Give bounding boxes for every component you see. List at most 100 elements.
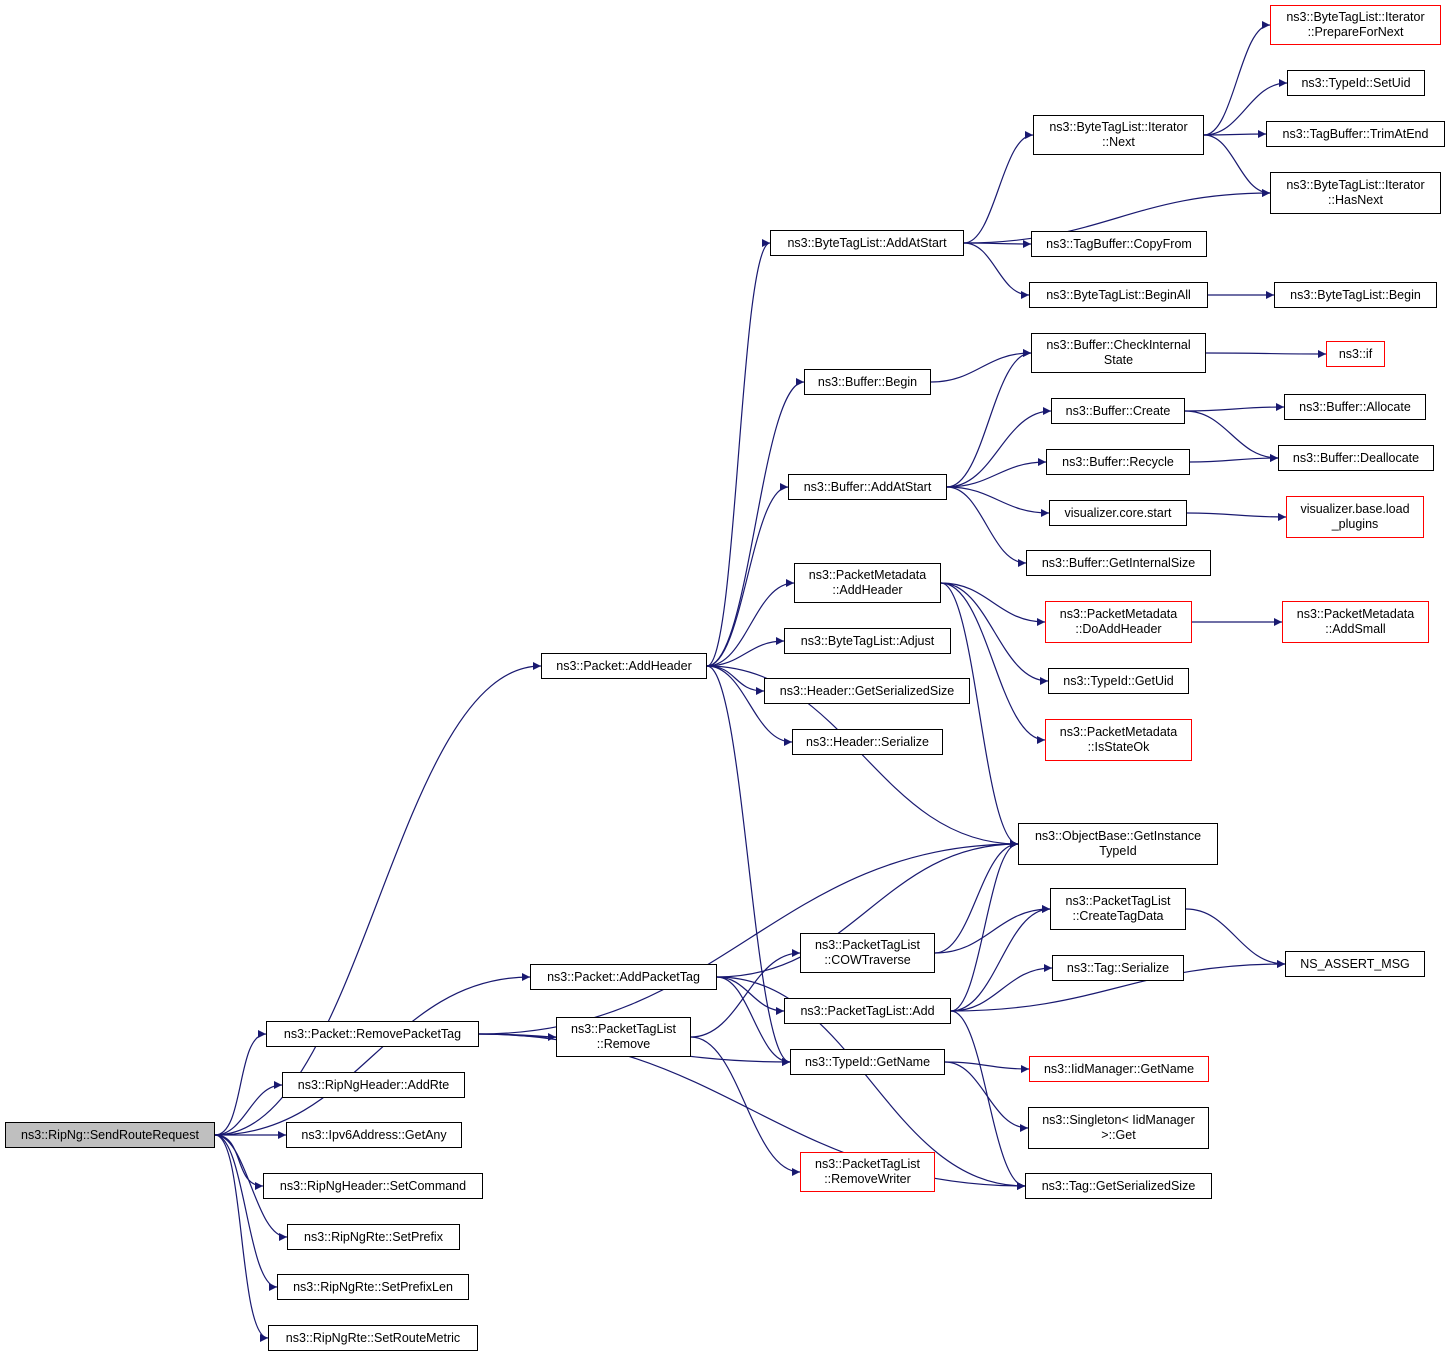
node-label-line: ::Remove: [596, 1037, 651, 1051]
node-ripngheader-setcommand[interactable]: ns3::RipNgHeader::SetCommand: [263, 1173, 483, 1199]
node-label-line: _plugins: [1331, 517, 1379, 531]
node-label-line: ns3::RipNgHeader::SetCommand: [279, 1178, 467, 1193]
node-tag-getserializedsize[interactable]: ns3::Tag::GetSerializedSize: [1025, 1173, 1212, 1199]
node-tag-serialize[interactable]: ns3::Tag::Serialize: [1052, 955, 1184, 981]
node-bytetaglist-iterator-preparefornext[interactable]: ns3::ByteTagList::Iterator::PrepareForNe…: [1270, 5, 1441, 45]
node-singleton-iidmanager-get[interactable]: ns3::Singleton< IidManager>::Get: [1028, 1107, 1209, 1149]
node-buffer-create[interactable]: ns3::Buffer::Create: [1051, 398, 1185, 424]
node-buffer-addatstart[interactable]: ns3::Buffer::AddAtStart: [788, 474, 947, 500]
call-edge: [946, 486, 1050, 517]
node-packettaglist-createtagdata[interactable]: ns3::PacketTagList::CreateTagData: [1050, 888, 1186, 930]
node-label-line: ns3::Buffer::GetInternalSize: [1041, 555, 1196, 570]
call-edge: [1203, 21, 1271, 136]
call-edge: [1185, 908, 1286, 968]
call-edge: [950, 960, 1286, 1012]
node-tagbuffer-copyfrom[interactable]: ns3::TagBuffer::CopyFrom: [1031, 231, 1207, 257]
node-ns3-if[interactable]: ns3::if: [1326, 341, 1385, 367]
node-label-line: ns3::Buffer::Recycle: [1062, 454, 1174, 469]
node-packet-addpackettag[interactable]: ns3::Packet::AddPacketTag: [530, 964, 717, 990]
node-label-line: ::DoAddHeader: [1075, 622, 1162, 636]
call-edge: [946, 407, 1052, 488]
node-header-getserializedsize[interactable]: ns3::Header::GetSerializedSize: [764, 678, 970, 704]
node-label-line: ::HasNext: [1328, 193, 1383, 207]
node-visualizer-base-load-plugins[interactable]: visualizer.base.load_plugins: [1286, 496, 1424, 538]
node-packettaglist-remove[interactable]: ns3::PacketTagList::Remove: [556, 1017, 691, 1057]
node-typeid-setuid[interactable]: ns3::TypeId::SetUid: [1287, 70, 1425, 96]
node-bytetaglist-addatstart[interactable]: ns3::ByteTagList::AddAtStart: [770, 230, 964, 256]
node-header-serialize[interactable]: ns3::Header::Serialize: [792, 729, 943, 755]
call-edge: [944, 1061, 1030, 1073]
call-edge: [940, 582, 1046, 744]
node-label-line: ns3::TagBuffer::CopyFrom: [1046, 236, 1192, 251]
call-edge: [690, 1036, 801, 1176]
node-label-line: ns3::ByteTagList::Iterator: [1049, 120, 1188, 134]
node-label-line: ns3::if: [1338, 346, 1373, 361]
node-packettaglist-add[interactable]: ns3::PacketTagList::Add: [784, 998, 951, 1024]
node-label-line: ns3::Header::Serialize: [806, 734, 929, 749]
node-ripngrte-setprefix[interactable]: ns3::RipNgRte::SetPrefix: [287, 1224, 460, 1250]
node-bytetaglist-iterator-hasnext[interactable]: ns3::ByteTagList::Iterator::HasNext: [1270, 172, 1441, 214]
call-edge: [716, 976, 785, 1015]
node-label-line: ns3::Packet::RemovePacketTag: [283, 1026, 462, 1041]
node-label-line: ns3::Buffer::Create: [1065, 403, 1171, 418]
node-label-line: ns3::RipNgRte::SetPrefixLen: [293, 1279, 453, 1294]
node-buffer-allocate[interactable]: ns3::Buffer::Allocate: [1284, 394, 1426, 420]
node-label-line: ns3::ByteTagList::BeginAll: [1046, 287, 1191, 302]
node-label-line: ::PrepareForNext: [1307, 25, 1404, 39]
node-label-line: ns3::Buffer::Allocate: [1299, 399, 1411, 414]
call-edge: [706, 483, 789, 667]
call-edge: [690, 949, 801, 1038]
node-iidmanager-getname[interactable]: ns3::IidManager::GetName: [1029, 1056, 1209, 1082]
node-buffer-recycle[interactable]: ns3::Buffer::Recycle: [1046, 449, 1190, 475]
node-buffer-begin[interactable]: ns3::Buffer::Begin: [804, 369, 931, 395]
node-packetmetadata-doaddheader[interactable]: ns3::PacketMetadata::DoAddHeader: [1045, 601, 1192, 643]
call-edge: [950, 1010, 1026, 1190]
node-ipv6address-getany[interactable]: ns3::Ipv6Address::GetAny: [286, 1122, 462, 1148]
node-label-line: ns3::Ipv6Address::GetAny: [301, 1127, 447, 1142]
node-bytetaglist-begin[interactable]: ns3::ByteTagList::Begin: [1274, 282, 1437, 308]
call-edge: [1186, 512, 1287, 521]
call-edge: [214, 1134, 278, 1291]
node-label-line: visualizer.base.load: [1300, 502, 1410, 516]
node-label-line: ns3::PacketMetadata: [1296, 607, 1415, 621]
node-ripngrte-setprefixlen[interactable]: ns3::RipNgRte::SetPrefixLen: [277, 1274, 469, 1300]
node-typeid-getuid[interactable]: ns3::TypeId::GetUid: [1048, 668, 1189, 694]
node-label-line: TypeId: [1099, 844, 1137, 858]
node-label-line: ns3::Singleton< IidManager: [1042, 1113, 1195, 1127]
node-packetmetadata-addheader[interactable]: ns3::PacketMetadata::AddHeader: [794, 563, 941, 603]
node-label-line: ns3::RipNgRte::SetPrefix: [304, 1229, 443, 1244]
node-bytetaglist-iterator-next[interactable]: ns3::ByteTagList::Iterator::Next: [1033, 115, 1204, 155]
node-ripngheader-addrte[interactable]: ns3::RipNgHeader::AddRte: [282, 1072, 465, 1098]
node-label-line: ns3::RipNg::SendRouteRequest: [21, 1127, 199, 1142]
node-bytetaglist-beginall[interactable]: ns3::ByteTagList::BeginAll: [1029, 282, 1208, 308]
node-visualizer-core-start[interactable]: visualizer.core.start: [1049, 500, 1187, 526]
node-buffer-deallocate[interactable]: ns3::Buffer::Deallocate: [1278, 445, 1434, 471]
node-packetmetadata-isstateok[interactable]: ns3::PacketMetadata::IsStateOk: [1045, 719, 1192, 761]
node-bytetaglist-adjust[interactable]: ns3::ByteTagList::Adjust: [784, 628, 951, 654]
call-edge: [214, 1081, 283, 1136]
node-label-line: ns3::Buffer::Deallocate: [1292, 450, 1420, 465]
call-edge: [706, 665, 791, 1066]
node-label-line: ns3::ByteTagList::Iterator: [1286, 178, 1425, 192]
node-tagbuffer-trimatend[interactable]: ns3::TagBuffer::TrimAtEnd: [1266, 121, 1445, 147]
node-packettaglist-removewriter[interactable]: ns3::PacketTagList::RemoveWriter: [800, 1152, 935, 1192]
node-ns-assert-msg[interactable]: NS_ASSERT_MSG: [1285, 951, 1425, 977]
call-edge: [934, 905, 1051, 954]
node-label-line: ns3::ObjectBase::GetInstance: [1034, 829, 1202, 843]
node-packet-addheader[interactable]: ns3::Packet::AddHeader: [541, 653, 707, 679]
node-label-line: ns3::PacketTagList: [1065, 894, 1171, 908]
node-label-line: ns3::TypeId::SetUid: [1301, 75, 1411, 90]
node-packet-removepackettag[interactable]: ns3::Packet::RemovePacketTag: [266, 1021, 479, 1047]
node-packettaglist-cowtraverse[interactable]: ns3::PacketTagList::COWTraverse: [800, 933, 935, 973]
node-label-line: ns3::ByteTagList::Begin: [1290, 287, 1421, 302]
node-packetmetadata-addsmall[interactable]: ns3::PacketMetadata::AddSmall: [1282, 601, 1429, 643]
node-typeid-getname[interactable]: ns3::TypeId::GetName: [790, 1049, 945, 1075]
node-ripngrte-setroutemetric[interactable]: ns3::RipNgRte::SetRouteMetric: [268, 1325, 478, 1351]
node-buffer-getinternalsize[interactable]: ns3::Buffer::GetInternalSize: [1026, 550, 1211, 576]
node-label-line: ::AddSmall: [1325, 622, 1386, 636]
call-edge: [716, 976, 1026, 1190]
call-edge: [950, 905, 1051, 1012]
